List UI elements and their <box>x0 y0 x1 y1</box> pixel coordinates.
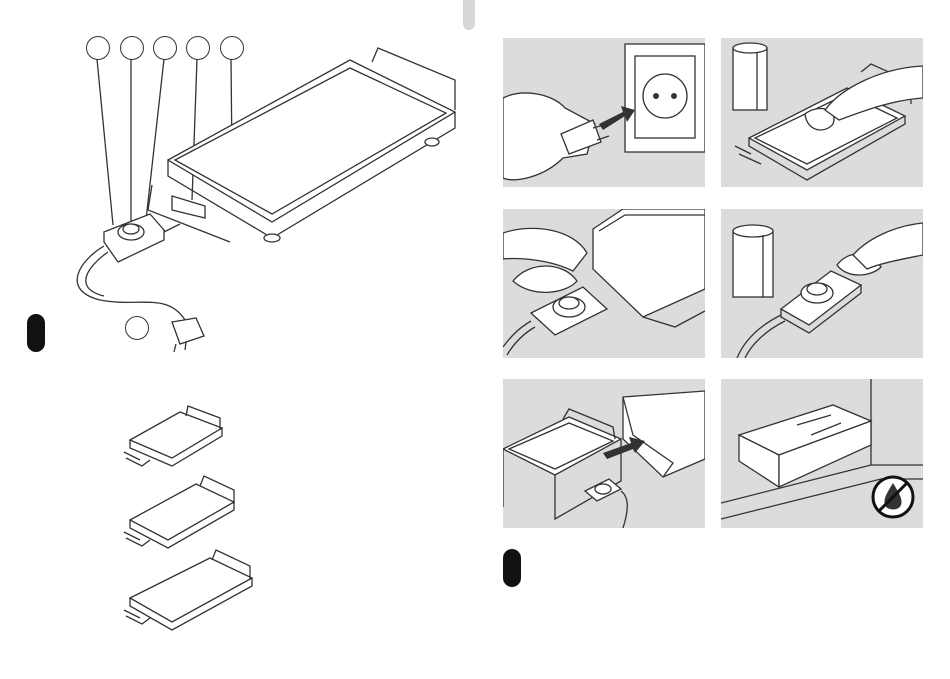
griddle-variant-medium <box>124 476 234 548</box>
paper-towel-icon <box>733 225 773 297</box>
figure-marker-right <box>503 549 521 587</box>
griddle-variant-large <box>124 550 252 630</box>
right-page <box>475 0 950 679</box>
panel-wipe-plate <box>721 38 923 187</box>
no-water-icon <box>873 477 913 517</box>
panel-no-water <box>721 379 923 528</box>
left-page <box>0 0 475 679</box>
size-variants <box>0 0 475 679</box>
paper-towel-icon <box>733 43 767 110</box>
panel-wipe-cord <box>503 209 705 358</box>
griddle-variant-small <box>124 406 222 466</box>
cloth-icon <box>513 266 577 292</box>
panel-unplug <box>503 38 705 187</box>
panel-store-in-box <box>503 379 705 528</box>
spine-tab-top <box>463 0 475 30</box>
panel-wipe-controller <box>721 209 923 358</box>
